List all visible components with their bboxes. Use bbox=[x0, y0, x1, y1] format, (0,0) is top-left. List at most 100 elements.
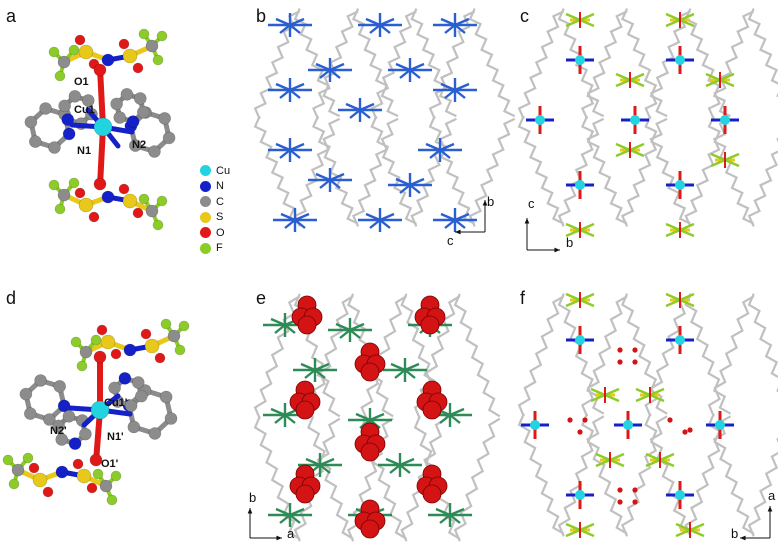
b-guest bbox=[444, 89, 456, 99]
a-bot-n bbox=[101, 190, 115, 204]
f-frame-wire bbox=[557, 293, 605, 415]
atom-label-n2p: N2' bbox=[50, 425, 67, 437]
e-axis-horiz-head bbox=[276, 535, 282, 541]
c-frame-wire bbox=[557, 8, 605, 118]
a-top-s bbox=[78, 44, 94, 60]
f-axis-horiz-head bbox=[740, 535, 746, 541]
c-tfsi bbox=[724, 152, 740, 162]
c-axis-horiz-head bbox=[554, 247, 560, 253]
f-tfsi bbox=[659, 458, 675, 468]
a-bot-f bbox=[54, 203, 66, 215]
d-ring-right bbox=[148, 427, 162, 440]
axis-label-e-vertical: b bbox=[249, 490, 257, 505]
c-frame-wire bbox=[580, 115, 628, 225]
b-frame-wire bbox=[293, 8, 341, 118]
d-top-f bbox=[160, 318, 172, 330]
legend-item-f: F bbox=[200, 241, 260, 257]
e-solvent bbox=[420, 315, 440, 335]
f-tfsi bbox=[565, 292, 581, 302]
e-solvent bbox=[422, 484, 442, 504]
a-bot-c bbox=[145, 204, 159, 218]
f-frame-wire bbox=[517, 413, 565, 535]
axis-label-f-horizontal: b bbox=[731, 526, 739, 541]
c-tfsi bbox=[679, 222, 695, 232]
c-tfsi bbox=[665, 222, 681, 232]
a-cu1 bbox=[93, 117, 113, 137]
f-frame-wire bbox=[747, 437, 778, 537]
c-tfsi bbox=[705, 72, 721, 82]
panel-label-e: e bbox=[256, 288, 267, 308]
a-ring-left bbox=[39, 102, 52, 115]
b-frame-wire bbox=[311, 115, 359, 225]
a-ring-n2 bbox=[113, 111, 127, 124]
e-guest bbox=[274, 414, 286, 424]
f-frame-wire bbox=[684, 415, 732, 537]
d-top-n bbox=[123, 343, 137, 357]
f-frame-wire bbox=[581, 413, 628, 535]
d-ring-left bbox=[24, 407, 37, 420]
c-tfsi bbox=[719, 78, 735, 88]
c-tfsi bbox=[579, 12, 595, 22]
panel-label-d: d bbox=[6, 288, 17, 308]
e-solvent bbox=[297, 315, 317, 335]
d-top-s bbox=[100, 334, 116, 350]
legend-text-n: N bbox=[216, 180, 224, 193]
d-bot-s bbox=[76, 468, 92, 484]
a-ring-n1 bbox=[61, 113, 75, 126]
legend-item-cu: Cu bbox=[200, 163, 260, 179]
a-top-f bbox=[48, 46, 60, 58]
c-tfsi bbox=[665, 18, 681, 28]
c-tfsi bbox=[629, 72, 645, 82]
f-tfsi bbox=[635, 393, 651, 403]
e-guest bbox=[279, 514, 291, 524]
b-guest bbox=[379, 24, 391, 34]
f-tfsi bbox=[595, 452, 611, 462]
atom-label-o1p: O1' bbox=[101, 458, 119, 470]
b-guest bbox=[289, 149, 301, 159]
d-ring-n1 bbox=[108, 381, 121, 395]
c-frame-wire bbox=[620, 117, 668, 227]
b-frame-wire bbox=[293, 117, 341, 227]
legend-text-s: S bbox=[216, 211, 224, 224]
f-node bbox=[675, 335, 685, 345]
c-frame-wire bbox=[684, 8, 731, 118]
e-solvent bbox=[422, 400, 442, 420]
c-node bbox=[720, 115, 730, 125]
c-tfsi bbox=[565, 12, 581, 22]
f-solvent bbox=[667, 417, 673, 423]
b-guest bbox=[444, 219, 456, 229]
e-solvent bbox=[360, 362, 380, 382]
bond bbox=[97, 65, 106, 130]
d-o1a bbox=[93, 350, 107, 364]
f-solvent bbox=[617, 347, 623, 353]
f-solvent bbox=[617, 359, 623, 365]
e-guest bbox=[404, 369, 416, 379]
f-solvent bbox=[682, 429, 688, 435]
legend-text-o: O bbox=[216, 226, 225, 239]
legend-item-s: S bbox=[200, 210, 260, 226]
b-guest bbox=[289, 24, 301, 34]
f-node bbox=[530, 420, 540, 430]
e-solvent bbox=[295, 400, 315, 420]
f-tfsi bbox=[649, 393, 665, 403]
e-frame-wire bbox=[307, 415, 354, 540]
f-node bbox=[623, 420, 633, 430]
f-tfsi bbox=[595, 458, 611, 468]
c-tfsi bbox=[719, 72, 735, 82]
e-solvent bbox=[295, 484, 315, 504]
e-guest bbox=[394, 369, 406, 379]
e-axis-vert-head bbox=[247, 508, 253, 514]
a-ring-n1 bbox=[58, 99, 71, 113]
e-guest bbox=[439, 414, 451, 424]
axis-label-b-vertical: b bbox=[487, 194, 495, 209]
a-top-f bbox=[152, 54, 164, 66]
f-tfsi bbox=[609, 458, 625, 468]
c-tfsi bbox=[615, 72, 631, 82]
d-ring-n2 bbox=[52, 419, 65, 433]
c-frame-wire bbox=[684, 117, 731, 227]
d-ring-n1 bbox=[124, 399, 138, 412]
f-tfsi bbox=[590, 393, 606, 403]
b-frame-wire bbox=[428, 10, 476, 120]
d-ring-n2 bbox=[68, 437, 82, 450]
f-tfsi bbox=[565, 298, 581, 308]
